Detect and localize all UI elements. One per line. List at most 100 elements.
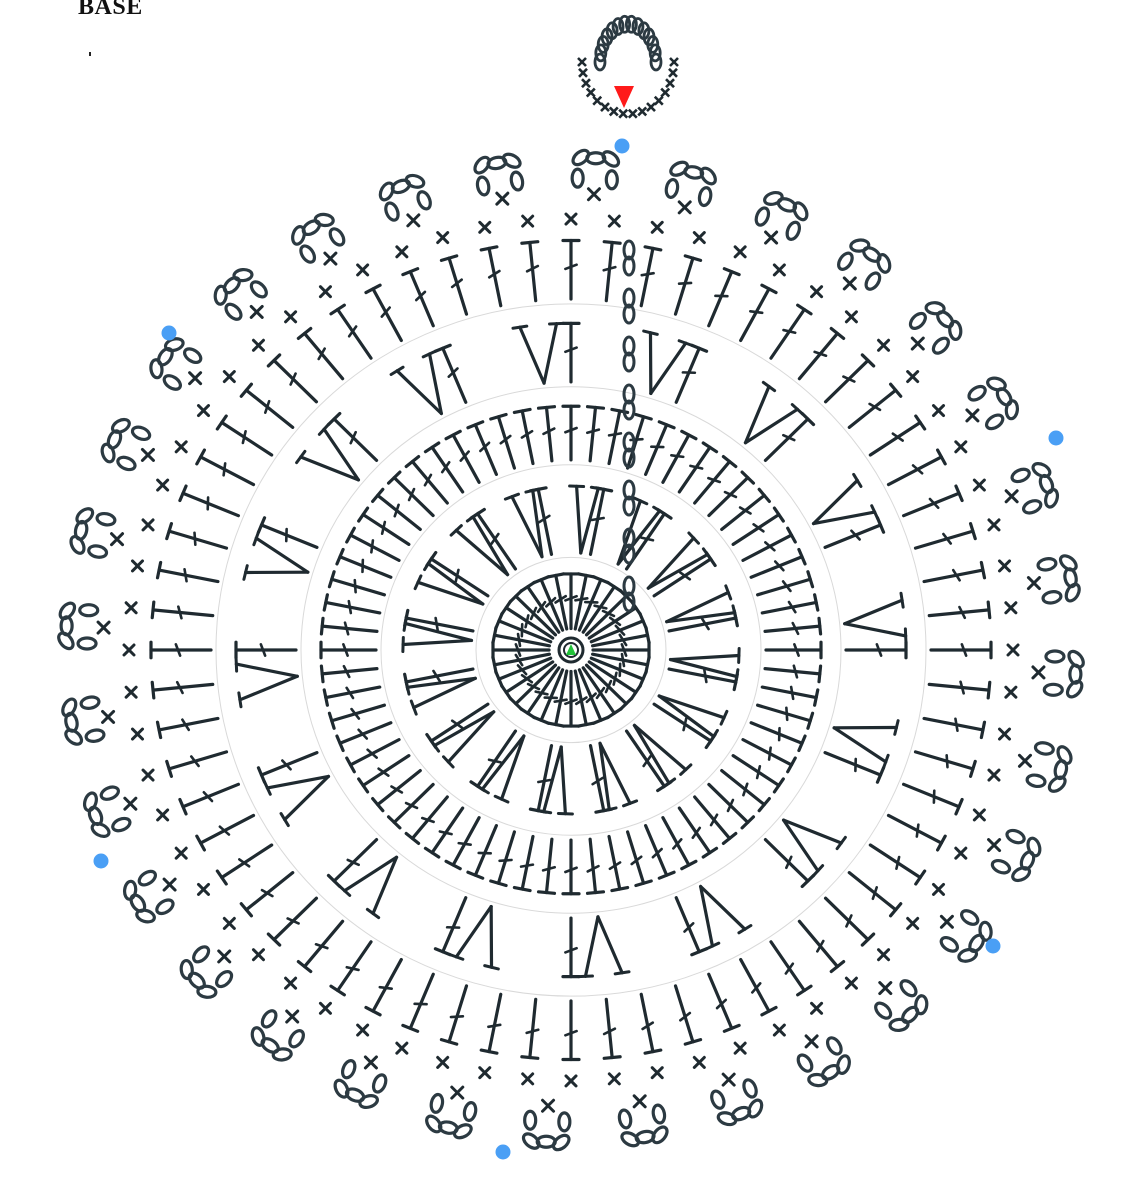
- sc-b-27: [224, 372, 234, 382]
- stitch-r5b-14: [676, 986, 701, 1044]
- sc-a-8: [1008, 645, 1018, 655]
- stitch-r5a-30: [403, 269, 433, 326]
- chain-loop-23: [60, 696, 105, 747]
- chain-oval: [754, 206, 771, 227]
- chain-oval: [572, 169, 583, 187]
- chain-oval: [249, 279, 270, 300]
- chain-oval: [1066, 649, 1086, 670]
- chain-oval: [510, 171, 524, 191]
- stitch-r3a-7: [762, 595, 818, 613]
- sc-b-13: [774, 1025, 784, 1035]
- stitch-r5b-24: [152, 602, 212, 618]
- increase-r4-21: [264, 776, 328, 825]
- chain-loop-22: [83, 785, 132, 839]
- chain-oval: [652, 1104, 666, 1124]
- stitch-r5a-2: [709, 269, 739, 326]
- stitch-r5a-4: [826, 355, 874, 402]
- stitch-r4-22: [258, 753, 316, 783]
- chain-oval: [984, 412, 1005, 431]
- stitch-r5a-31: [481, 247, 501, 306]
- sc-c-20: [219, 951, 230, 962]
- chain-oval: [416, 190, 433, 211]
- chain-loop-1: [665, 160, 718, 207]
- sc-b-11: [908, 918, 918, 928]
- stitch-r2-5: [654, 553, 715, 596]
- chain-oval: [223, 302, 244, 323]
- increase-r4-7: [845, 593, 906, 643]
- sc-c-22: [125, 798, 136, 809]
- chain-oval: [915, 995, 928, 1014]
- stitch-r5b-10: [888, 815, 945, 849]
- chain-oval: [371, 1073, 388, 1094]
- sc-a-18: [397, 1043, 407, 1053]
- sc-c-12: [880, 983, 891, 994]
- chain-oval: [63, 727, 84, 747]
- sc-b-1: [694, 233, 704, 243]
- stitch-r5b-19: [298, 921, 342, 971]
- sc-b-14: [694, 1057, 704, 1067]
- chain-oval: [551, 1133, 572, 1153]
- stitch-r2-25: [405, 610, 473, 631]
- stitch-r4-28: [328, 414, 376, 461]
- stitch-r5a-17: [481, 994, 501, 1053]
- increase-r4-29: [391, 351, 441, 414]
- sc-a-0: [566, 214, 576, 224]
- stitch-r3b-7: [765, 618, 821, 634]
- chain-loop-3: [836, 239, 892, 292]
- stitch-r5a-0: [563, 241, 579, 300]
- chain-oval: [135, 908, 155, 924]
- sc-b-18: [358, 1025, 368, 1035]
- chain-oval: [698, 187, 712, 207]
- stitch-r5a-9: [924, 718, 984, 737]
- chain-oval: [746, 1098, 764, 1119]
- chain-loop-15: [618, 1104, 670, 1148]
- sc-b-12: [846, 978, 856, 988]
- sc-c-19: [287, 1011, 298, 1022]
- stitch-r5a-29: [331, 305, 371, 358]
- stitch-r5b-23: [152, 682, 212, 698]
- sc-b-29: [358, 265, 368, 275]
- sc-c-25: [112, 534, 123, 545]
- sc-c-18: [365, 1057, 376, 1068]
- chain-oval: [650, 1124, 670, 1145]
- sc-c-14: [723, 1074, 734, 1085]
- sc-a-28: [253, 340, 263, 350]
- chain-oval: [472, 155, 492, 176]
- sc-c-1: [679, 202, 690, 213]
- sc-a-16: [566, 1076, 576, 1086]
- sc-c-27: [190, 373, 201, 384]
- stitch-r5b-27: [241, 384, 292, 427]
- stitch-r3a-8: [766, 642, 821, 658]
- sc-c-31: [497, 193, 508, 204]
- sc-b-4: [908, 372, 918, 382]
- chain-oval: [949, 321, 962, 340]
- chain-oval: [1044, 684, 1062, 695]
- stitch-r2-13: [627, 731, 671, 790]
- sc-b-23: [126, 687, 136, 697]
- chain-loop-8: [1044, 649, 1086, 700]
- stitch-r5b-29: [366, 285, 401, 340]
- stitch-r3b-6: [758, 572, 813, 595]
- chain-loop-16: [521, 1111, 572, 1152]
- stitch-r5b-26: [197, 450, 254, 484]
- sc-c-10: [989, 840, 1000, 851]
- stitch-r2-1: [591, 488, 612, 555]
- chain-oval: [742, 1078, 759, 1099]
- chain-loop-30: [378, 173, 433, 222]
- stitch-r5a-23: [158, 718, 218, 737]
- chain-oval: [78, 638, 96, 649]
- stitch-r5b-8: [929, 682, 989, 698]
- chain-oval: [1037, 557, 1057, 571]
- sc-c-26: [142, 449, 153, 460]
- stitch-r5a-19: [331, 942, 371, 995]
- chain-oval: [861, 245, 882, 264]
- chain-oval: [378, 181, 396, 202]
- increase-r2-26: [415, 558, 483, 604]
- sc-b-2: [774, 265, 784, 275]
- chain-oval: [967, 384, 988, 403]
- chain-oval: [986, 376, 1006, 392]
- chain-oval: [88, 544, 108, 558]
- stitch-r5b-28: [298, 329, 342, 379]
- chain-oval: [99, 785, 120, 802]
- sc-a-20: [253, 950, 263, 960]
